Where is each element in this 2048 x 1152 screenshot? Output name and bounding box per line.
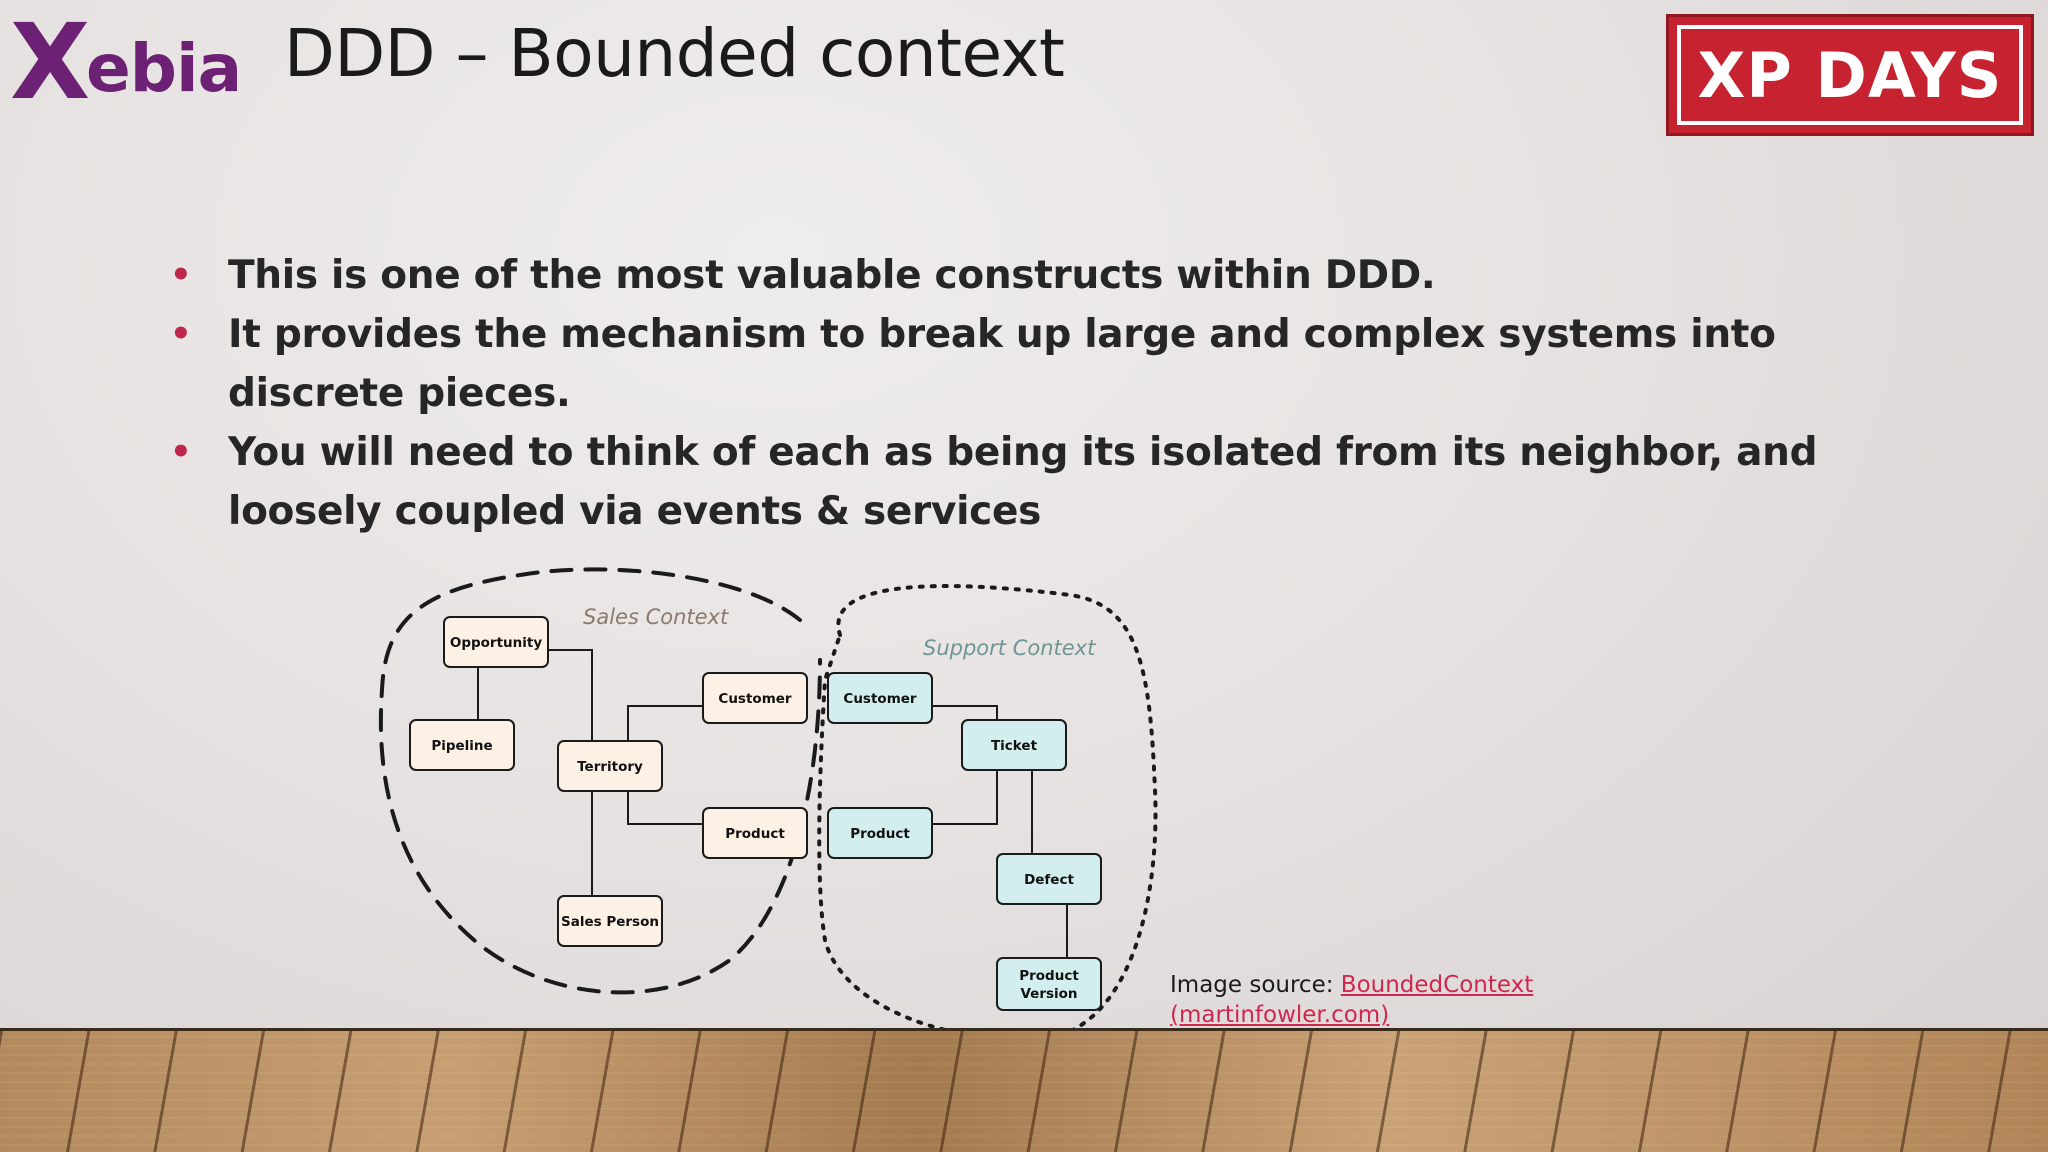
node-support-product: Product	[827, 807, 933, 859]
node-product-version: Product Version	[996, 957, 1102, 1011]
support-context-label: Support Context	[923, 636, 1096, 660]
node-ticket: Ticket	[961, 719, 1067, 771]
node-defect: Defect	[996, 853, 1102, 905]
node-product-version-label-1: Product	[1019, 968, 1079, 984]
wooden-floor	[0, 1028, 2048, 1152]
image-source-credit: Image source: BoundedContext (martinfowle…	[1170, 970, 1533, 1030]
bullet-marker: •	[170, 432, 192, 472]
slide-title: DDD – Bounded context	[284, 15, 1065, 92]
node-pipeline: Pipeline	[409, 719, 515, 771]
node-sales-person: Sales Person	[557, 895, 663, 947]
node-sales-customer-label: Customer	[718, 691, 792, 707]
xp-days-badge-text: XP DAYS	[1677, 25, 2023, 125]
bullet-text: It provides the mechanism to break up la…	[228, 312, 1776, 416]
node-product-version-label-2: Version	[1020, 986, 1077, 1002]
xp-days-badge: XP DAYS	[1666, 14, 2034, 136]
logo-rest: ebia	[86, 30, 242, 107]
support-connectors	[933, 705, 1068, 958]
image-source-link[interactable]: BoundedContext (martinfowler.com)	[1170, 972, 1533, 1028]
support-context-boundary	[817, 584, 1158, 1043]
connector-territory-product	[627, 788, 703, 825]
bullet-item: • This is one of the most valuable const…	[168, 246, 1868, 305]
bullet-marker: •	[170, 314, 192, 354]
node-ticket-label: Ticket	[991, 738, 1038, 754]
image-source-link-line1[interactable]: BoundedContext	[1340, 972, 1534, 998]
connector-territory-customer	[627, 705, 703, 743]
bullet-text: This is one of the most valuable constru…	[228, 253, 1436, 298]
bullet-item: • You will need to think of each as bein…	[168, 423, 1868, 541]
connector-customer-ticket	[933, 705, 998, 720]
bullet-item: • It provides the mechanism to break up …	[168, 305, 1868, 423]
node-opportunity-label: Opportunity	[450, 635, 542, 651]
node-sales-customer: Customer	[702, 672, 808, 724]
node-sales-product: Product	[702, 807, 808, 859]
logo-initial: X	[10, 1, 90, 123]
node-opportunity: Opportunity	[443, 616, 549, 668]
node-support-customer: Customer	[827, 672, 933, 724]
node-sales-product-label: Product	[725, 826, 785, 842]
bullet-list: • This is one of the most valuable const…	[168, 246, 1868, 541]
node-pipeline-label: Pipeline	[431, 738, 492, 754]
node-territory-label: Territory	[577, 759, 643, 775]
node-territory: Territory	[557, 740, 663, 792]
sales-connectors	[477, 649, 703, 896]
node-defect-label: Defect	[1024, 872, 1074, 888]
node-support-customer-label: Customer	[843, 691, 917, 707]
sales-context-boundary	[378, 567, 822, 995]
connector-ticket-product	[933, 768, 998, 825]
sales-context-label: Sales Context	[583, 605, 729, 629]
node-sales-person-label: Sales Person	[561, 914, 659, 930]
bullet-marker: •	[170, 255, 192, 295]
image-source-link-line2[interactable]: (martinfowler.com)	[1170, 1002, 1390, 1028]
image-source-prefix: Image source:	[1170, 972, 1341, 998]
bullet-text: You will need to think of each as being …	[228, 430, 1818, 534]
connector-opportunity-territory	[548, 649, 593, 743]
xebia-logo: X ebia	[10, 10, 260, 114]
bounded-context-diagram: Sales Context Support Context Opportunit…	[378, 567, 1158, 1043]
node-support-product-label: Product	[850, 826, 910, 842]
